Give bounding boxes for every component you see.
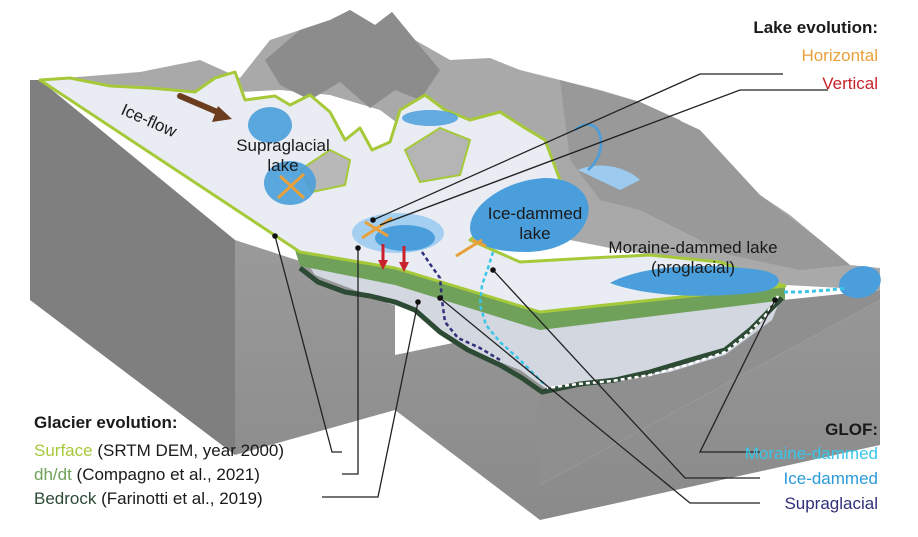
stream xyxy=(574,123,603,171)
moraine-dammed-lake-label: Moraine-dammed lake (proglacial) xyxy=(608,238,778,277)
vertical-arrowhead-1 xyxy=(378,260,388,270)
bedrock-source: (Farinotti et al., 2019) xyxy=(96,489,263,508)
surface-term: Surface xyxy=(34,441,93,460)
ice-flow-arrow xyxy=(177,93,225,117)
supraglacial-lake-label: Supraglacial lake xyxy=(236,136,330,175)
legend-dhdt: dh/dt (Compagno et al., 2021) xyxy=(34,465,260,485)
horizontal-arrow-ice-dammed xyxy=(455,238,487,258)
leader-dots xyxy=(272,217,778,305)
bedrock-term: Bedrock xyxy=(34,489,97,508)
block-front-face xyxy=(235,240,880,520)
horizontal-label: Horizontal xyxy=(801,46,878,65)
upper-lake-right xyxy=(402,110,458,126)
glof-supraglacial: Supraglacial xyxy=(784,494,878,513)
dhdt-band xyxy=(295,250,785,330)
glacier-ice-surface xyxy=(38,70,787,314)
leader-lines xyxy=(274,73,828,504)
glof-moraine-path-top xyxy=(784,286,847,294)
block-left-face xyxy=(30,80,235,455)
horizontal-arrows-section xyxy=(361,216,393,240)
mountain-shade xyxy=(265,10,440,108)
upper-lake-blob xyxy=(248,107,292,143)
glof-moraine-path xyxy=(546,295,780,390)
horizontal-arrows-supraglacial xyxy=(276,172,306,200)
outflow-lake xyxy=(839,266,881,298)
glof-moraine-dammed: Moraine-dammed xyxy=(744,444,878,463)
dhdt-term: dh/dt xyxy=(34,465,72,484)
legend-surface: Surface (SRTM DEM, year 2000) xyxy=(34,441,284,461)
moraine-dammed-lake-shape xyxy=(610,266,779,296)
legend-bedrock: Bedrock (Farinotti et al., 2019) xyxy=(34,489,263,509)
surface-source: (SRTM DEM, year 2000) xyxy=(92,441,285,460)
lake-at-section xyxy=(375,225,435,251)
dhdt-source: (Compagno et al., 2021) xyxy=(71,465,260,484)
ice-dammed-lake-shape xyxy=(470,178,589,252)
glof-heading: GLOF: xyxy=(825,420,878,439)
lake-evolution-heading: Lake evolution: xyxy=(753,18,878,37)
vertical-label: Vertical xyxy=(822,74,878,93)
supraglacial-lake-shape xyxy=(264,161,316,205)
rock-island-2 xyxy=(403,126,472,184)
glof-supraglacial-path xyxy=(420,251,501,362)
mountain-shade-right xyxy=(560,80,850,270)
glacier-evolution-heading: Glacier evolution: xyxy=(34,413,178,432)
glof-ice-dammed-path xyxy=(478,251,546,386)
vertical-arrowhead-2 xyxy=(399,262,409,272)
ice-dammed-lake-halo xyxy=(578,165,640,190)
bedrock-line xyxy=(298,266,784,395)
ice-flow-arrowhead xyxy=(212,106,232,122)
glof-ice-dammed: Ice-dammed xyxy=(783,469,878,488)
ice-dammed-lake-label: Ice-dammed lake xyxy=(487,204,583,243)
